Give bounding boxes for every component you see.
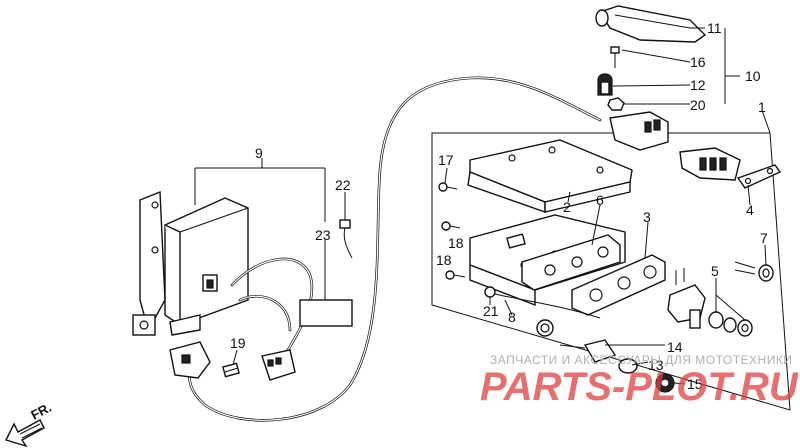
callout-1: 1 xyxy=(758,99,766,115)
screws xyxy=(438,182,466,280)
arrow-icon xyxy=(5,419,45,448)
callout-9: 9 xyxy=(255,145,263,161)
callout-21: 21 xyxy=(483,303,499,319)
label-plate xyxy=(299,299,353,327)
ecu-box-icon xyxy=(132,190,314,381)
callout-18a: 18 xyxy=(448,235,464,251)
callout-7: 7 xyxy=(760,230,768,246)
connector-cover-group xyxy=(595,5,707,151)
side-connector xyxy=(679,147,782,189)
callout-23: 23 xyxy=(315,227,331,243)
callout-14: 14 xyxy=(667,339,683,355)
callout-6: 6 xyxy=(596,192,604,208)
leader-lines xyxy=(194,27,767,385)
direction-label: FR. xyxy=(28,400,54,423)
face-plate xyxy=(571,254,666,316)
callout-18b: 18 xyxy=(436,252,452,268)
callout-3: 3 xyxy=(643,209,651,225)
toggle-switch xyxy=(667,268,753,337)
wire-tie xyxy=(339,219,353,259)
callout-19: 19 xyxy=(230,335,246,351)
callout-8: 8 xyxy=(508,309,516,325)
callout-12: 12 xyxy=(690,77,706,93)
indicator-lamp xyxy=(734,261,774,282)
callout-2: 2 xyxy=(563,199,571,215)
watermark-logo: PARTS-PLOT.RU xyxy=(480,365,799,409)
callout-16: 16 xyxy=(690,54,706,70)
callout-10: 10 xyxy=(745,68,761,84)
callout-11: 11 xyxy=(707,20,722,36)
bolt xyxy=(222,362,240,378)
callout-4: 4 xyxy=(746,202,754,218)
watermark-caption: ЗАПЧАСТИ И АКСЕССУАРЫ ДЛЯ МОТОТЕХНИКИ xyxy=(490,353,792,367)
top-bracket xyxy=(467,139,633,213)
callout-22: 22 xyxy=(335,177,351,193)
callout-5: 5 xyxy=(711,263,719,279)
callout-20: 20 xyxy=(690,97,706,113)
callout-15: 15 xyxy=(687,376,703,392)
switch-plate xyxy=(521,234,621,291)
callout-17: 17 xyxy=(438,152,454,168)
callout-13: 13 xyxy=(648,357,664,373)
